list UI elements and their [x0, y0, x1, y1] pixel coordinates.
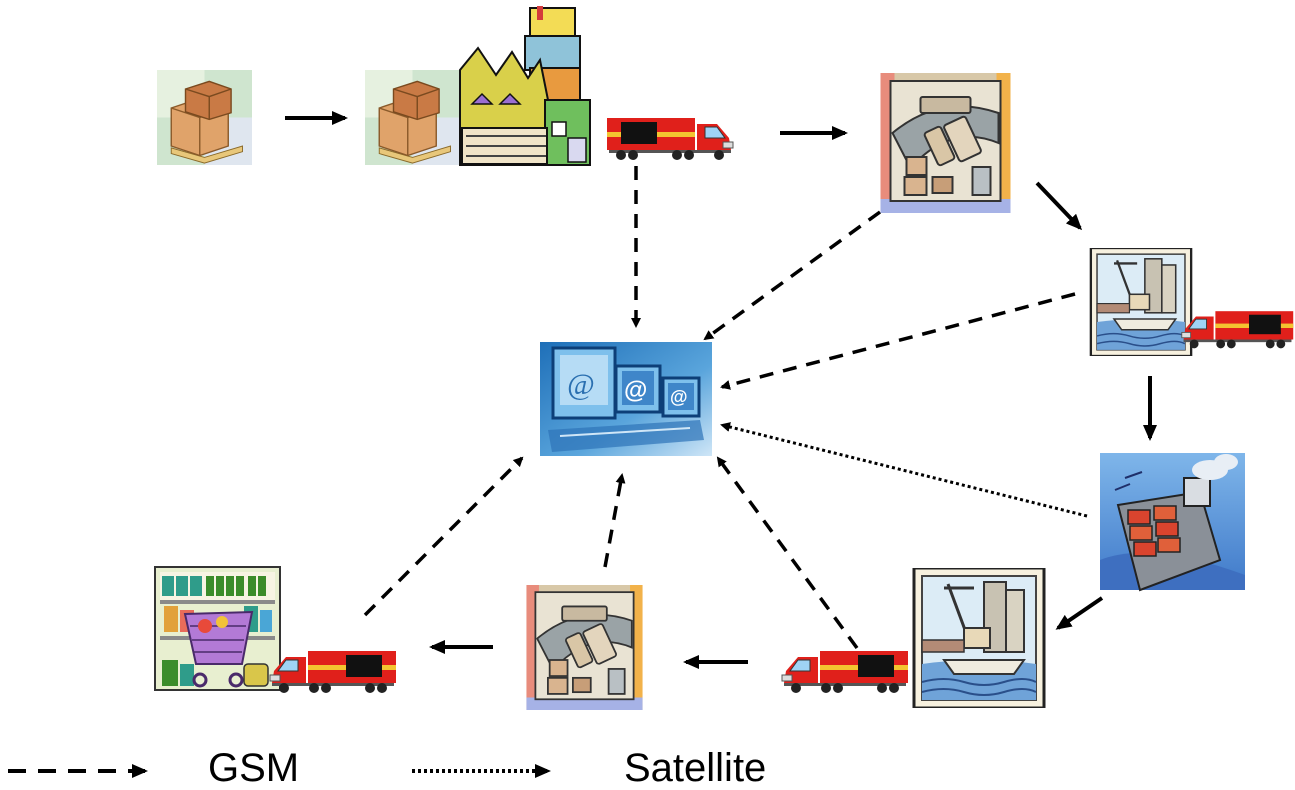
port-icon [912, 568, 1046, 708]
computer-network-icon: @ @ @ [540, 342, 712, 456]
truck-icon [781, 650, 909, 694]
gsm-dashed-arrows [363, 166, 1076, 650]
flow-arrows [285, 111, 1157, 669]
distribution-center-icon [879, 73, 1012, 213]
gsm-legend-label: GSM [208, 746, 300, 790]
cargo-ship-icon [1100, 453, 1245, 592]
satellite-dotted-arrow [720, 422, 1088, 518]
truck-icon [269, 650, 397, 694]
truck-icon [1181, 310, 1294, 349]
svg-text:@: @ [567, 368, 595, 401]
satellite-legend-label: Satellite [624, 746, 767, 790]
factory-with-pallet-icon [365, 6, 591, 166]
svg-text:@: @ [624, 377, 647, 404]
port-icon [1089, 248, 1193, 356]
truck-icon [606, 117, 734, 161]
supermarket-icon [154, 566, 281, 691]
distribution-center-icon [525, 585, 644, 710]
pallet-boxes-icon [157, 70, 252, 165]
svg-text:@: @ [670, 387, 688, 407]
